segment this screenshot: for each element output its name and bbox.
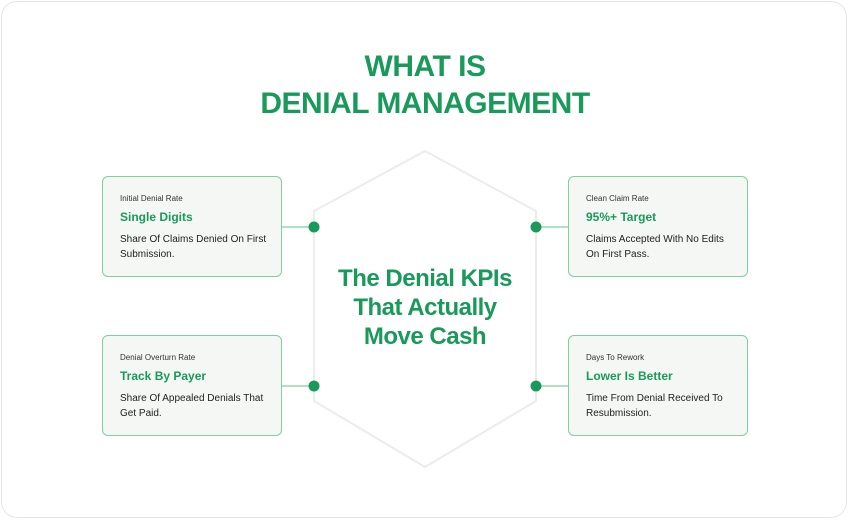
center-line-3: Move Cash xyxy=(363,323,487,350)
kpi-label: Clean Claim Rate xyxy=(586,194,649,203)
kpi-card-days-to-rework: Days To Rework Lower Is Better Time From… xyxy=(568,335,748,436)
kpi-card-clean-claim-rate: Clean Claim Rate 95%+ Target Claims Acce… xyxy=(568,176,748,277)
kpi-description: Claims Accepted With No Edits On First P… xyxy=(586,234,724,260)
kpi-label: Initial Denial Rate xyxy=(120,194,183,203)
center-line-2: That Actually xyxy=(353,294,497,321)
kpi-value: Track By Payer xyxy=(120,369,207,383)
kpi-value: Lower Is Better xyxy=(586,369,673,383)
kpi-label: Days To Rework xyxy=(586,353,645,362)
kpi-value: 95%+ Target xyxy=(586,210,657,224)
kpi-description: Time From Denial Received To Resubmissio… xyxy=(586,393,723,419)
kpi-card-initial-denial-rate: Initial Denial Rate Single Digits Share … xyxy=(102,176,282,277)
connector-dot-top-left xyxy=(308,221,320,233)
title-line-2: DENIAL MANAGEMENT xyxy=(260,87,590,120)
kpi-card-denial-overturn-rate: Denial Overturn Rate Track By Payer Shar… xyxy=(102,335,282,436)
center-hexagon xyxy=(313,150,537,468)
kpi-label: Denial Overturn Rate xyxy=(120,353,196,362)
center-line-1: The Denial KPIs xyxy=(338,265,512,292)
page-title: WHAT IS DENIAL MANAGEMENT xyxy=(0,48,850,122)
connector-dot-bottom-left xyxy=(308,380,320,392)
connector-dot-bottom-right xyxy=(530,380,542,392)
kpi-description: Share Of Claims Denied On First Submissi… xyxy=(120,234,267,260)
connector-dot-top-right xyxy=(530,221,542,233)
center-heading: The Denial KPIs That Actually Move Cash xyxy=(305,264,545,351)
kpi-description: Share Of Appealed Denials That Get Paid. xyxy=(120,393,264,419)
title-line-1: WHAT IS xyxy=(364,50,486,83)
kpi-value: Single Digits xyxy=(120,210,193,224)
